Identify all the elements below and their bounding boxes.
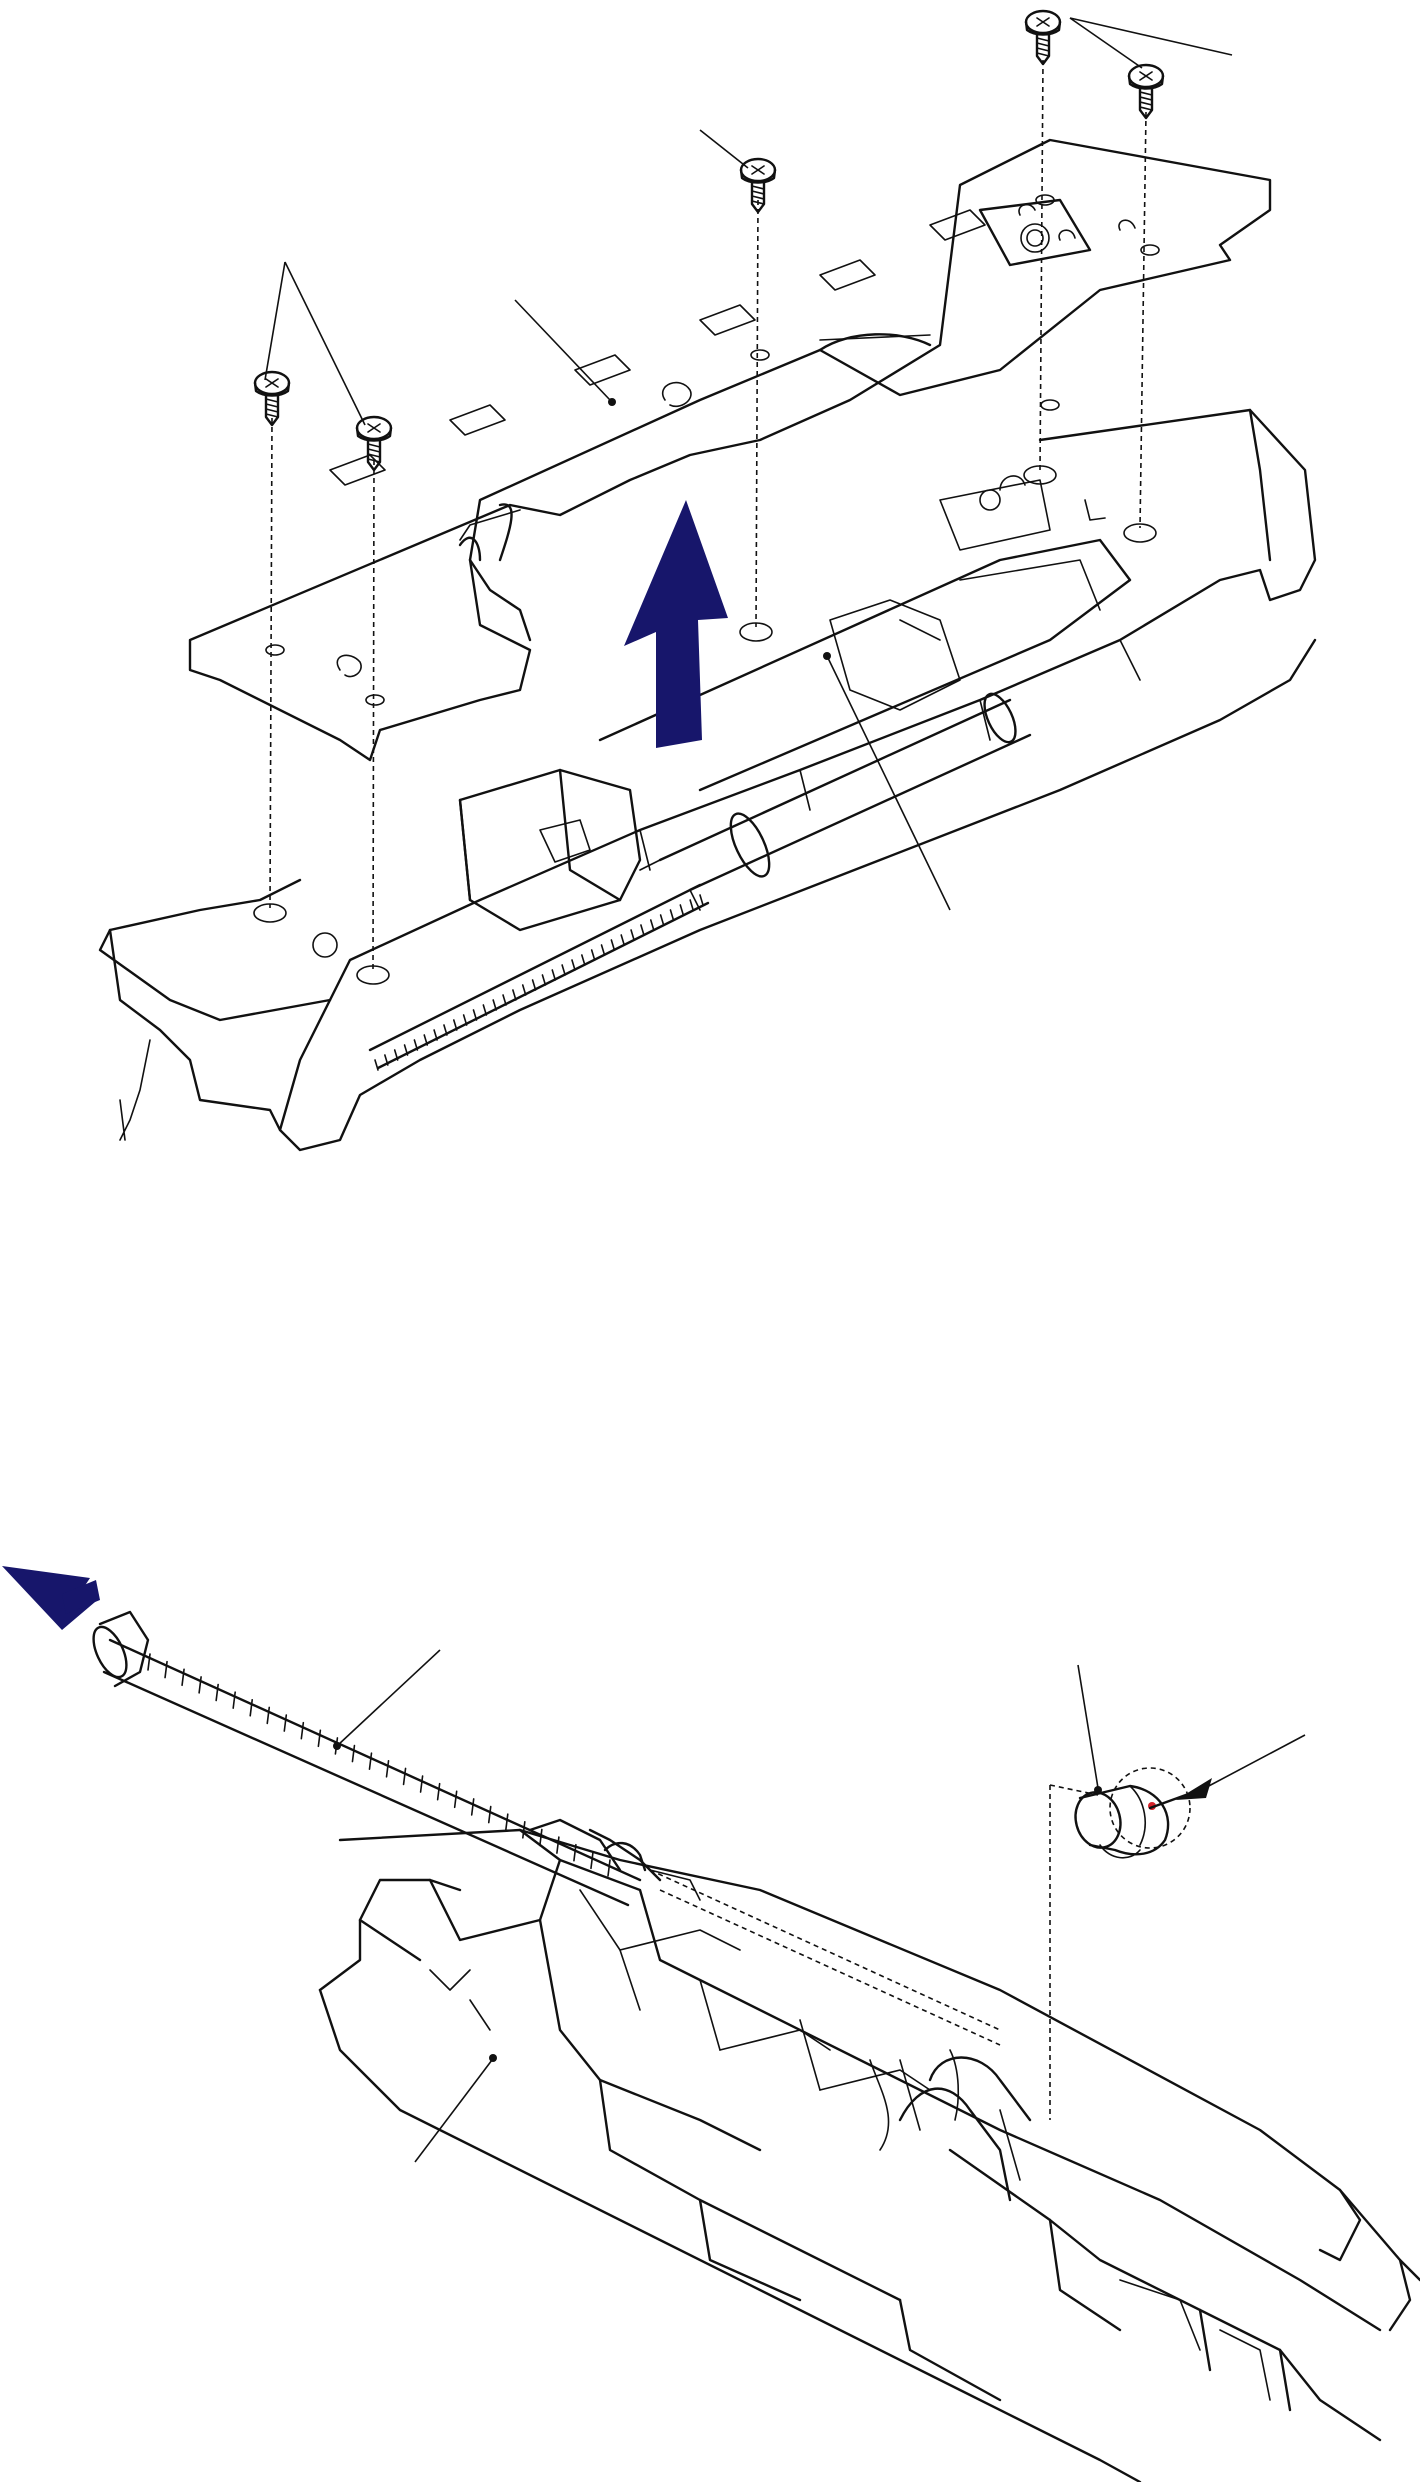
rack-tooth — [659, 914, 665, 926]
screw-icon — [253, 370, 291, 427]
bottom-shaft — [92, 1610, 642, 1907]
bottom-figure — [2, 1566, 1420, 2482]
screw-icon — [1024, 9, 1062, 66]
shaft-tooth — [351, 1744, 356, 1763]
rack-tooth — [443, 1024, 448, 1036]
top-roller — [639, 692, 1032, 911]
rack-tooth — [689, 899, 694, 911]
rack-tooth — [482, 1004, 488, 1016]
shaft-tooth — [487, 1805, 492, 1824]
rack-tooth — [374, 1059, 379, 1071]
rack-tooth — [610, 939, 616, 951]
shaft-tooth — [181, 1668, 185, 1687]
rack-tooth — [472, 1009, 478, 1021]
shaft-tooth — [147, 1653, 151, 1671]
shaft-tooth — [232, 1691, 236, 1709]
shaft-tooth — [198, 1676, 202, 1694]
rack-tooth — [521, 984, 527, 996]
shaft-tooth — [522, 1821, 526, 1839]
left-arrow — [2, 1566, 100, 1630]
rack-tooth — [669, 909, 675, 921]
shaft-tooth — [266, 1706, 271, 1725]
up-arrow — [624, 500, 728, 748]
shaft-tooth — [504, 1813, 509, 1832]
rack-tooth — [581, 954, 586, 966]
rack-tooth — [699, 894, 704, 906]
rack-tooth — [384, 1054, 389, 1066]
bottom-bushing — [1049, 1767, 1207, 2120]
screw-icon — [1127, 63, 1165, 120]
top-plate — [188, 138, 1272, 762]
rack-tooth — [630, 929, 635, 941]
rack-tooth — [551, 969, 557, 981]
shaft-tooth — [249, 1698, 254, 1717]
top-screw-axes — [269, 59, 1147, 971]
top-rack — [368, 883, 710, 1071]
bottom-leader-lines — [333, 1649, 1306, 2163]
shaft-tooth — [436, 1782, 441, 1801]
shaft-tooth — [215, 1683, 219, 1702]
shaft-tooth — [317, 1729, 322, 1748]
rack-tooth — [649, 919, 655, 931]
shaft-tooth — [607, 1859, 611, 1877]
shaft-tooth — [556, 1836, 560, 1854]
rack-tooth — [531, 979, 537, 991]
shaft-tooth — [300, 1721, 305, 1740]
rack-tooth — [502, 994, 507, 1006]
rack-tooth — [512, 989, 517, 1001]
shaft-tooth — [453, 1790, 458, 1809]
bottom-frame — [318, 1818, 1420, 2482]
rack-tooth — [393, 1049, 399, 1061]
shaft-tooth — [402, 1767, 407, 1786]
rack-tooth — [433, 1029, 438, 1041]
shaft-tooth — [419, 1775, 424, 1793]
rack-tooth — [413, 1039, 419, 1051]
rack-tooth — [620, 934, 626, 946]
top-leader-lines — [264, 17, 1233, 911]
shaft-tooth — [470, 1798, 475, 1816]
top-figure — [98, 9, 1317, 1152]
rack-tooth — [452, 1019, 458, 1031]
rack-tooth — [423, 1034, 429, 1046]
rack-tooth — [679, 904, 685, 916]
top-screws — [253, 9, 1165, 472]
rack-tooth — [640, 924, 645, 936]
rack-tooth — [590, 949, 596, 961]
shaft-tooth — [283, 1714, 288, 1732]
shaft-tooth — [368, 1752, 373, 1770]
screw-icon — [355, 415, 393, 472]
rack-tooth — [462, 1014, 468, 1026]
shaft-tooth — [385, 1760, 390, 1778]
rack-tooth — [541, 974, 547, 986]
shaft-tooth — [164, 1660, 168, 1679]
rack-tooth — [403, 1044, 409, 1056]
rack-tooth — [492, 999, 497, 1011]
top-frame — [98, 408, 1317, 1152]
shaft-tooth — [590, 1851, 594, 1870]
rack-tooth — [600, 944, 606, 956]
rack-tooth — [561, 964, 566, 976]
rack-tooth — [571, 959, 576, 971]
